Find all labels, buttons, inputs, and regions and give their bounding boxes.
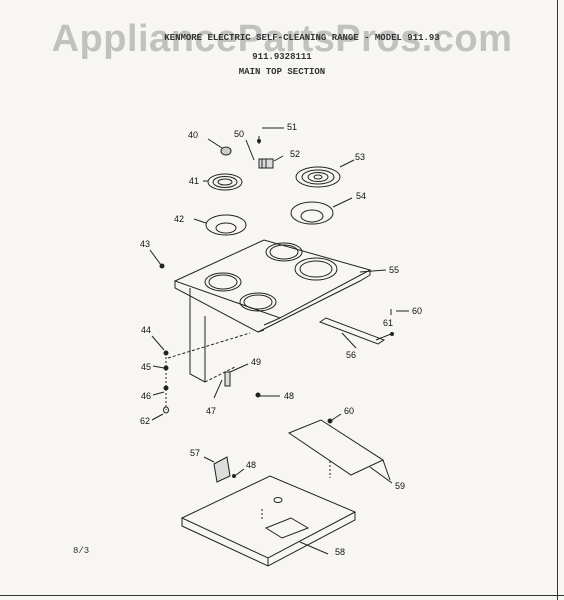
callout-61: 61 <box>383 318 393 328</box>
callout-47: 47 <box>206 406 216 416</box>
terminal-block-52 <box>258 155 284 169</box>
screw-48-lower <box>232 468 245 478</box>
page-border-bottom <box>0 595 564 596</box>
callout-45: 45 <box>141 362 151 372</box>
knob-40 <box>207 138 232 156</box>
trim-strip-56 <box>318 317 394 349</box>
callout-labels: 40 50 51 52 53 41 54 42 43 55 60 61 44 5… <box>140 122 422 557</box>
callout-48-mid: 48 <box>284 391 294 401</box>
screw-48-mid <box>255 392 280 398</box>
callout-50: 50 <box>234 129 244 139</box>
bottom-tray-58 <box>180 475 357 567</box>
screw-60-upper <box>390 309 409 315</box>
callout-51: 51 <box>287 122 297 132</box>
header-model-line: KENMORE ELECTRIC SELF-CLEANING RANGE - M… <box>164 33 440 43</box>
callout-58: 58 <box>335 547 345 557</box>
drip-bowl-42 <box>193 214 247 236</box>
cover-plate-59 <box>287 419 393 484</box>
callout-59: 59 <box>395 481 405 491</box>
page-border-right <box>557 0 558 600</box>
bracket-57 <box>203 456 231 483</box>
callout-57: 57 <box>190 448 200 458</box>
callout-41: 41 <box>189 176 199 186</box>
callout-42: 42 <box>174 214 184 224</box>
clip-46 <box>152 353 169 410</box>
side-panel <box>167 288 251 383</box>
callout-43: 43 <box>140 239 150 249</box>
callout-46: 46 <box>141 391 151 401</box>
surface-element-53 <box>295 159 355 188</box>
main-top-55 <box>173 239 387 333</box>
callout-55: 55 <box>389 265 399 275</box>
callout-49: 49 <box>251 357 261 367</box>
callout-60-upper: 60 <box>412 306 422 316</box>
callout-53: 53 <box>355 152 365 162</box>
callout-54: 54 <box>356 191 366 201</box>
screw-51 <box>257 127 284 144</box>
bracket-49 <box>224 363 249 387</box>
bracket-47 <box>213 379 223 399</box>
page-number: 8/3 <box>73 546 90 556</box>
screw-43 <box>149 249 165 269</box>
section-title: MAIN TOP SECTION <box>238 67 326 77</box>
header-model-number: 911.9328111 <box>252 52 312 62</box>
callout-40: 40 <box>188 130 198 140</box>
drip-bowl-54 <box>290 197 353 225</box>
callout-60-lower: 60 <box>344 406 354 416</box>
callout-48-lower: 48 <box>246 460 256 470</box>
surface-element-41 <box>203 173 243 191</box>
callout-44: 44 <box>141 325 151 335</box>
leader-50 <box>245 139 255 161</box>
callout-56: 56 <box>346 350 356 360</box>
callout-52: 52 <box>290 149 300 159</box>
callout-62: 62 <box>140 416 150 426</box>
screw-44 <box>151 335 169 356</box>
watermark: AppliancePartsPros.com <box>51 18 513 60</box>
clip-62 <box>151 406 169 421</box>
